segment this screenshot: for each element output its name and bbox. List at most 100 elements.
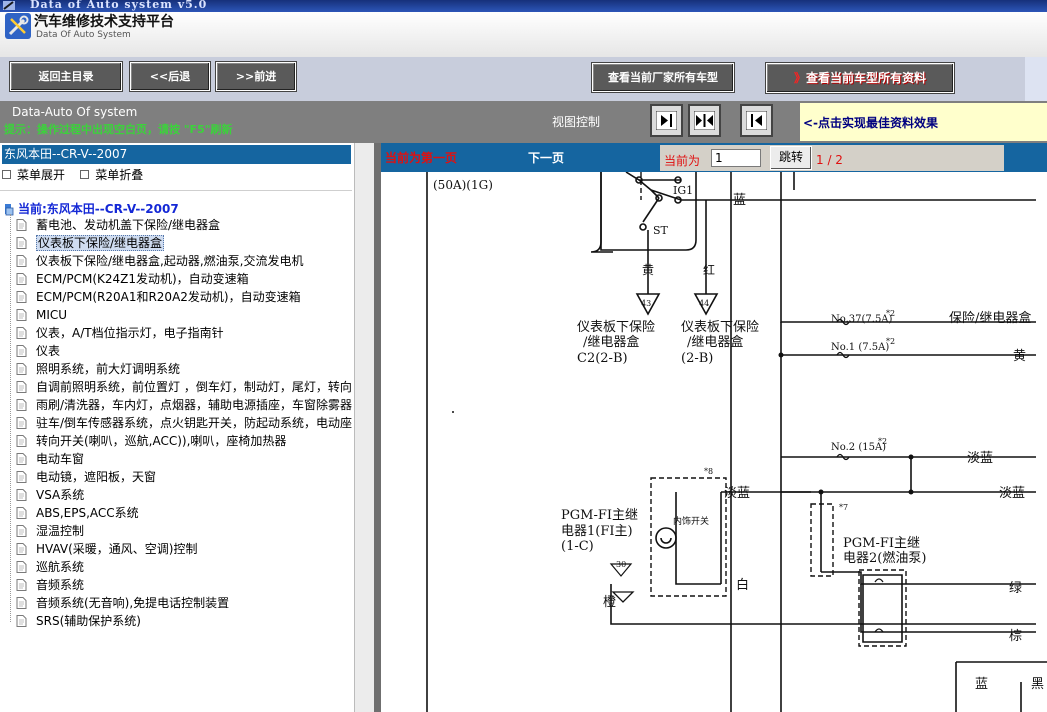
tree-item[interactable]: SRS(辅助保护系统) bbox=[16, 613, 354, 631]
tree-item-label: 驻车/倒车传感器系统，点火钥匙开关，防起动系统，电动座 bbox=[36, 416, 353, 430]
document-icon bbox=[16, 452, 27, 465]
internal-switch-label: 内饰开关 bbox=[673, 515, 709, 527]
document-icon bbox=[16, 434, 27, 447]
box-c2-line3: C2(2-B) bbox=[577, 351, 628, 366]
note-star7: *7 bbox=[839, 503, 848, 512]
tree-item[interactable]: 仪表板下保险/继电器盒,起动器,燃油泵,交流发电机 bbox=[16, 253, 354, 271]
page-count: 1 / 2 bbox=[816, 153, 843, 167]
tree-item[interactable]: 电动车窗 bbox=[16, 451, 354, 469]
system-name: Data-Auto Of system bbox=[12, 105, 138, 119]
fuse-2-label: No.2 (15A) bbox=[831, 442, 886, 453]
tree-item-label: ECM/PCM(R20A1和R20A2发动机)，自动变速箱 bbox=[36, 290, 301, 304]
page-number-input[interactable] bbox=[711, 149, 761, 167]
arrow-right-bar-icon bbox=[656, 111, 677, 130]
wire-yellow-right: 黄 bbox=[1013, 349, 1026, 364]
tree-item[interactable]: 照明系统，前大灯调明系统 bbox=[16, 361, 354, 379]
tree-item-label: 仪表板下保险/继电器盒,起动器,燃油泵,交流发电机 bbox=[36, 254, 304, 268]
vehicle-breadcrumb: 东风本田--CR-V--2007 bbox=[2, 145, 351, 164]
tree-item-label: 音频系统(无音响),免提电话控制装置 bbox=[36, 596, 230, 610]
maker-models-button[interactable]: 查看当前厂家所有车型 bbox=[591, 62, 735, 93]
tree-item[interactable]: MICU bbox=[16, 307, 354, 325]
pgm1-line2: 电器1(FI主) bbox=[561, 524, 633, 539]
tree-item[interactable]: 音频系统 bbox=[16, 577, 354, 595]
tree-item[interactable]: ABS,EPS,ACC系统 bbox=[16, 505, 354, 523]
tree-item[interactable]: 音频系统(无音响),免提电话控制装置 bbox=[16, 595, 354, 613]
document-icon bbox=[16, 560, 27, 573]
next-page-link[interactable]: 下一页 bbox=[528, 151, 565, 165]
tree-item-label: 电动镜，遮阳板，天窗 bbox=[36, 470, 157, 484]
tree-item-label: ECM/PCM(K24Z1发动机)，自动变速箱 bbox=[36, 272, 249, 286]
tree-item[interactable]: 雨刷/清洗器，车内灯，点烟器，辅助电源插座，车窗除雾器 bbox=[16, 397, 354, 415]
tree-item[interactable]: 转向开关(喇叭，巡航,ACC)),喇叭，座椅加热器 bbox=[16, 433, 354, 451]
document-icon bbox=[16, 470, 27, 483]
tree-item[interactable]: 仪表 bbox=[16, 343, 354, 361]
window-title: Data of Auto system v5.0 bbox=[30, 0, 208, 11]
document-icon bbox=[16, 236, 27, 249]
split-arrows-icon bbox=[694, 111, 715, 130]
tree-item[interactable]: 自调前照明系统，前位置灯 ，倒车灯，制动灯，尾灯，转向 bbox=[16, 379, 354, 397]
tree-item[interactable]: 蓄电池、发动机盖下保险/继电器盒 bbox=[16, 217, 354, 235]
fuse-37-label: No.37(7.5A) bbox=[831, 314, 893, 325]
back-button[interactable]: <<后退 bbox=[129, 61, 211, 92]
wire-orange: 橙 bbox=[603, 595, 616, 610]
relay-box-label: 保险/继电器盒 bbox=[949, 310, 1031, 326]
document-icon bbox=[16, 254, 27, 267]
wire-light-blue-2: 淡蓝 bbox=[999, 486, 1025, 501]
wire-light-blue-1: 淡蓝 bbox=[967, 451, 993, 466]
document-icon bbox=[16, 578, 27, 591]
tree-item[interactable]: VSA系统 bbox=[16, 487, 354, 505]
document-icon bbox=[16, 488, 27, 501]
view-control-label: 视图控制 bbox=[552, 115, 601, 129]
collapse-all-link[interactable]: 菜单折叠 bbox=[80, 168, 143, 182]
document-icon bbox=[16, 542, 27, 555]
panel-splitter[interactable] bbox=[354, 143, 374, 712]
tree-item-label: SRS(辅助保护系统) bbox=[36, 614, 141, 628]
tree-item[interactable]: HVAV(采暖，通风、空调)控制 bbox=[16, 541, 354, 559]
expand-square-icon bbox=[2, 170, 11, 179]
tree-item-label: 蓄电池、发动机盖下保险/继电器盒 bbox=[36, 218, 221, 232]
wiring-diagram-view[interactable]: (50A)(1G) IG1 ST 蓝 黄 红 43 44 仪表板下保险 /继电器… bbox=[381, 172, 1047, 712]
tree-item[interactable]: 仪表，A/T档位指示灯，电子指南针 bbox=[16, 325, 354, 343]
wire-yellow-left: 黄 bbox=[642, 263, 654, 277]
app-tools-icon bbox=[3, 1, 15, 10]
tree-item-label: MICU bbox=[36, 308, 68, 322]
jump-button[interactable]: 跳转 bbox=[770, 146, 812, 170]
tree-item[interactable]: 湿温控制 bbox=[16, 523, 354, 541]
tree-item-label: 电动车窗 bbox=[36, 452, 85, 466]
tree-item[interactable]: 仪表板下保险/继电器盒 bbox=[16, 235, 354, 253]
pgm1-line3: (1-C) bbox=[561, 539, 594, 554]
tree-item-label: 自调前照明系统，前位置灯 ，倒车灯，制动灯，尾灯，转向 bbox=[36, 380, 352, 394]
document-icon bbox=[16, 596, 27, 609]
wire-red: 红 bbox=[703, 262, 715, 277]
view-split-button[interactable] bbox=[688, 104, 721, 137]
tree-item-label: HVAV(采暖，通风、空调)控制 bbox=[36, 542, 198, 556]
tree-item[interactable]: ECM/PCM(R20A1和R20A2发动机)，自动变速箱 bbox=[16, 289, 354, 307]
wire-green: 绿 bbox=[1009, 581, 1022, 596]
document-icon bbox=[16, 326, 27, 339]
tree-item[interactable]: 巡航系统 bbox=[16, 559, 354, 577]
current-model-button[interactable]: 》查看当前车型所有资料 bbox=[765, 62, 955, 94]
document-icon bbox=[16, 398, 27, 411]
tree-item[interactable]: 驻车/倒车传感器系统，点火钥匙开关，防起动系统，电动座 bbox=[16, 415, 354, 433]
home-button[interactable]: 返回主目录 bbox=[9, 61, 123, 92]
pgm2-line1: PGM-FI主继 bbox=[843, 536, 920, 551]
fuse-1-note: *2 bbox=[886, 337, 895, 346]
view-expand-right-button[interactable] bbox=[650, 104, 683, 137]
forward-button[interactable]: >>前进 bbox=[215, 61, 297, 92]
document-icon bbox=[16, 524, 27, 537]
tree-item[interactable]: 电动镜，遮阳板，天窗 bbox=[16, 469, 354, 487]
expand-all-link[interactable]: 菜单展开 bbox=[2, 168, 65, 182]
app-header bbox=[0, 12, 1047, 58]
document-icon bbox=[16, 218, 27, 231]
wrench-screwdriver-logo-icon bbox=[5, 13, 31, 39]
tree-item-label: 仪表 bbox=[36, 344, 61, 358]
tree-item-label: 照明系统，前大灯调明系统 bbox=[36, 362, 181, 376]
tree-item[interactable]: ECM/PCM(K24Z1发动机)，自动变速箱 bbox=[16, 271, 354, 289]
document-icon bbox=[16, 290, 27, 303]
tree-root[interactable]: 当前:东风本田--CR-V--2007 bbox=[4, 200, 179, 217]
hint-box bbox=[800, 103, 1047, 141]
st-label: ST bbox=[653, 224, 669, 237]
divider-bar[interactable] bbox=[374, 143, 381, 712]
wire-white: 白 bbox=[736, 577, 749, 593]
view-expand-left-button[interactable] bbox=[740, 104, 773, 137]
